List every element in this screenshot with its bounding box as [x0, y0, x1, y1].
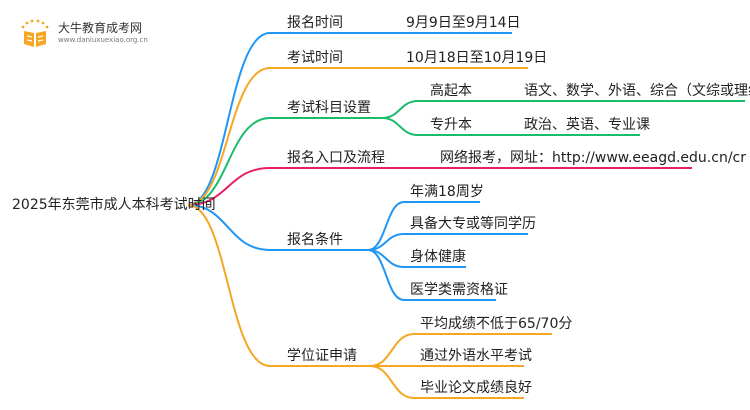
branch-subjects: 考试科目设置	[287, 100, 371, 116]
connector-degree-1	[369, 333, 552, 367]
subject-zhuanshengben-label: 专升本	[430, 117, 472, 133]
entry-value: 网络报考，网址：http://www.eeagd.edu.cn/cr	[440, 150, 746, 166]
subject-zhuanshengben-value: 政治、英语、专业课	[524, 117, 650, 133]
connector-cond-4	[367, 249, 496, 301]
connector-exam-time	[187, 67, 382, 206]
connector-reg-time	[187, 32, 382, 206]
subject-gaoqiben-value: 语文、数学、外语、综合（文综或理综）	[524, 83, 750, 99]
connector-cond-2	[367, 233, 528, 251]
logo-url: www.daniuxuexiao.org.cn	[58, 36, 148, 44]
connector-zhuanshengben	[381, 117, 508, 136]
branch-degree: 学位证申请	[287, 348, 357, 364]
branch-reg-time: 报名时间	[287, 15, 343, 31]
degree-item: 毕业论文成绩良好	[420, 380, 532, 396]
exam-time-value: 10月18日至10月19日	[406, 50, 548, 66]
connector-entry	[187, 167, 382, 206]
branch-exam-time: 考试时间	[287, 50, 343, 66]
connector-conditions	[187, 204, 368, 251]
connector-degree-3	[369, 365, 524, 399]
connector-degree	[187, 204, 370, 367]
site-logo: 大牛教育成考网 www.daniuxuexiao.org.cn	[18, 17, 218, 53]
branch-entry: 报名入口及流程	[287, 150, 385, 166]
branch-conditions: 报名条件	[287, 232, 343, 248]
logo-title: 大牛教育成考网	[58, 21, 143, 35]
degree-item: 通过外语水平考试	[420, 348, 532, 364]
degree-item: 平均成绩不低于65/70分	[420, 316, 573, 332]
connector-cond-1	[367, 201, 480, 251]
subject-gaoqiben-label: 高起本	[430, 83, 472, 99]
condition-item: 医学类需资格证	[410, 282, 508, 298]
open-book-icon	[21, 19, 49, 47]
connector-gaoqiben	[381, 100, 508, 119]
connector-subjects	[187, 117, 382, 206]
root-node: 2025年东莞市成人本科考试时间	[12, 197, 216, 213]
condition-item: 身体健康	[410, 249, 466, 265]
reg-time-value: 9月9日至9月14日	[406, 15, 521, 31]
condition-item: 年满18周岁	[410, 184, 484, 200]
condition-item: 具备大专或等同学历	[410, 216, 536, 232]
